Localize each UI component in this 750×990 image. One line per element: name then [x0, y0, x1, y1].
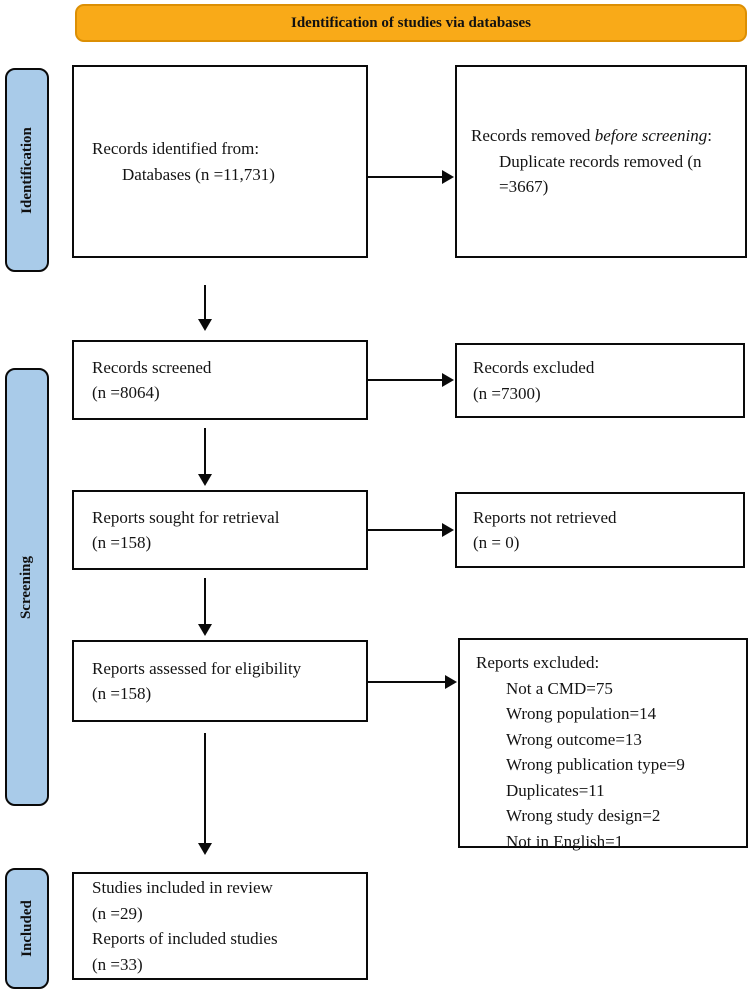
records-removed-colon: :	[707, 126, 712, 146]
stage-label-screening: Screening	[18, 555, 35, 619]
reports-assessed-line1: Reports assessed for eligibility	[92, 658, 302, 678]
diagram-title-banner: Identification of studies via databases	[75, 4, 747, 42]
arrow-down-head	[198, 319, 212, 331]
arrow-line	[368, 529, 442, 531]
reports-excluded-item: Wrong publication type=9	[506, 755, 685, 774]
arrow-right-head	[442, 373, 454, 387]
stage-label-identification: Identification	[18, 126, 35, 214]
arrow-screened-to-sought	[198, 428, 212, 486]
box-records-screened: Records screened (n =8064)	[72, 340, 368, 420]
reports-excluded-item: Not in English=1	[506, 831, 624, 851]
stage-bar-screening: Screening	[5, 368, 49, 806]
arrow-screened-to-excluded	[368, 373, 454, 387]
box-reports-not-retrieved: Reports not retrieved (n = 0)	[455, 492, 745, 568]
reports-assessed-line2: (n =158)	[92, 684, 152, 703]
arrow-line	[368, 379, 442, 381]
records-removed-line1: Records removed before screening:	[471, 123, 735, 149]
reports-excluded-item: Not a CMD=75	[506, 678, 613, 698]
box-reports-sought: Reports sought for retrieval (n =158)	[72, 490, 368, 570]
arrow-sought-to-assessed	[198, 578, 212, 636]
arrow-line	[368, 681, 445, 683]
reports-excluded-title: Reports excluded:	[476, 653, 600, 672]
reports-not-retrieved-line1: Reports not retrieved	[473, 507, 617, 527]
records-removed-text: Records removed	[471, 126, 595, 146]
records-excluded-line2: (n =7300)	[473, 383, 541, 403]
records-identified-line1: Records identified from:	[92, 139, 260, 158]
studies-included-line1: Studies included in review	[92, 878, 273, 897]
records-excluded-line1: Records excluded	[473, 358, 595, 377]
arrow-right-head	[442, 170, 454, 184]
arrow-right-head	[442, 523, 454, 537]
stage-bar-identification: Identification	[5, 68, 49, 272]
arrow-sought-to-not-retrieved	[368, 523, 454, 537]
arrow-down-head	[198, 843, 212, 855]
arrow-right-head	[445, 675, 457, 689]
arrow-line	[368, 176, 442, 178]
records-screened-line2: (n =8064)	[92, 383, 160, 402]
reports-excluded-item: Wrong study design=2	[506, 806, 661, 825]
arrow-line	[204, 578, 206, 624]
reports-not-retrieved-line2: (n = 0)	[473, 533, 520, 552]
records-screened-line1: Records screened	[92, 357, 212, 377]
reports-excluded-item: Wrong population=14	[506, 704, 657, 723]
reports-excluded-item: Wrong outcome=13	[506, 729, 642, 749]
arrow-line	[204, 428, 206, 474]
box-reports-assessed: Reports assessed for eligibility (n =158…	[72, 640, 368, 722]
arrow-assessed-to-reports-excluded	[368, 675, 457, 689]
arrow-down-head	[198, 474, 212, 486]
studies-included-line4: (n =33)	[92, 954, 143, 974]
stage-label-included: Included	[18, 900, 35, 957]
box-records-identified: Records identified from: Databases (n =1…	[72, 65, 368, 258]
box-studies-included: Studies included in review (n =29) Repor…	[72, 872, 368, 980]
arrow-line	[204, 285, 206, 319]
arrow-down-head	[198, 624, 212, 636]
stage-bar-included: Included	[5, 868, 49, 989]
arrow-identified-to-screened	[198, 285, 212, 331]
box-records-removed: Records removed before screening: Duplic…	[455, 65, 747, 258]
box-records-excluded: Records excluded (n =7300)	[455, 343, 745, 418]
studies-included-line3: Reports of included studies	[92, 929, 278, 948]
records-identified-line2: Databases (n =11,731)	[122, 164, 275, 184]
studies-included-line2: (n =29)	[92, 903, 143, 923]
reports-sought-line2: (n =158)	[92, 533, 152, 552]
arrow-line	[204, 733, 206, 843]
reports-sought-line1: Reports sought for retrieval	[92, 507, 280, 527]
records-removed-italic-text: before screening	[594, 126, 708, 146]
reports-excluded-item: Duplicates=11	[506, 780, 605, 800]
box-reports-excluded: Reports excluded: Not a CMD=75 Wrong pop…	[458, 638, 748, 851]
arrow-assessed-to-included	[198, 733, 212, 855]
arrow-identified-to-removed	[368, 170, 454, 184]
records-removed-detail: Duplicate records removed (n =3667)	[499, 151, 702, 197]
diagram-title: Identification of studies via databases	[290, 14, 532, 31]
